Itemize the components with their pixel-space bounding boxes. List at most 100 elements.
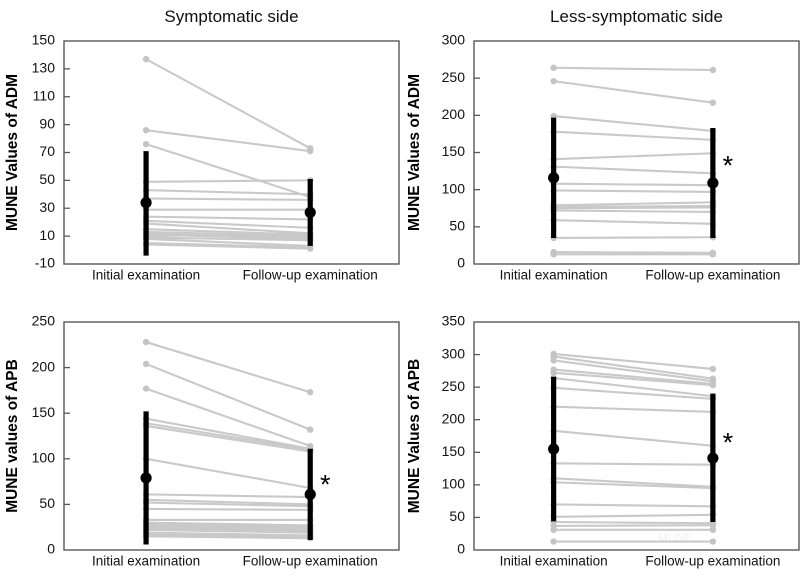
- x-tick-label: Initial examination: [500, 268, 608, 283]
- pair-line: [552, 66, 714, 72]
- pair-line: [145, 501, 312, 508]
- pair-line: [145, 219, 312, 229]
- mean-marker: [707, 452, 719, 464]
- pair-line: [552, 236, 714, 240]
- data-series-group: [550, 64, 717, 258]
- pair-line: [552, 405, 714, 413]
- y-tick-label: 50: [39, 171, 55, 187]
- data-point: [142, 360, 150, 368]
- data-point: [307, 389, 314, 396]
- pair-line: [145, 362, 312, 431]
- data-point: [550, 526, 557, 534]
- chart-adm-less-symptomatic: Less-symptomatic side050100150200250300M…: [406, 7, 800, 283]
- watermark: MUNE: [658, 531, 693, 545]
- y-tick-label: 200: [442, 410, 466, 426]
- pair-line: [552, 429, 714, 447]
- data-point: [709, 99, 717, 106]
- pair-line: [145, 243, 312, 250]
- data-point: [142, 385, 150, 392]
- pair-line: [552, 481, 714, 490]
- pair-line: [145, 531, 312, 537]
- pair-line: [552, 182, 714, 187]
- data-point: [709, 522, 717, 529]
- pair-line: [145, 179, 312, 183]
- data-point: [550, 64, 557, 71]
- y-tick-label: 110: [33, 87, 56, 103]
- y-tick-label: 10: [39, 227, 55, 243]
- y-tick-label: 250: [442, 69, 466, 85]
- pair-line: [145, 242, 312, 249]
- y-tick-label: -10: [35, 255, 55, 271]
- y-tick-label: 50: [449, 508, 465, 524]
- y-tick-label: 0: [457, 541, 465, 557]
- pair-line: [552, 209, 714, 214]
- x-tick-label: Initial examination: [92, 554, 200, 569]
- mean-marker: [707, 177, 719, 189]
- pair-line: [552, 355, 714, 380]
- y-tick-label: 100: [442, 476, 466, 492]
- pair-line: [552, 115, 714, 132]
- y-tick-label: 350: [442, 313, 466, 329]
- x-tick-label: Follow-up examination: [645, 268, 780, 283]
- plot-frame: [63, 40, 400, 265]
- data-point: [307, 426, 314, 433]
- data-point: [709, 538, 717, 545]
- pair-line: [552, 524, 714, 527]
- mean-marker: [140, 472, 152, 484]
- mean-marker: [140, 197, 152, 209]
- data-point: [709, 381, 717, 389]
- pair-line: [145, 424, 312, 453]
- pair-line: [145, 533, 312, 539]
- pair-line: [552, 462, 714, 466]
- x-tick-label: Initial examination: [500, 554, 608, 569]
- mean-marker: [304, 206, 316, 219]
- mean-marker: [548, 172, 560, 184]
- y-tick-label: 150: [32, 32, 56, 48]
- pair-line: [145, 197, 312, 201]
- y-tick-label: 250: [32, 313, 56, 329]
- y-tick-label: 30: [39, 199, 55, 215]
- pair-line: [145, 232, 312, 238]
- pair-line: [145, 507, 312, 511]
- data-point: [142, 127, 150, 134]
- y-axis-title: MUNE values of APB: [4, 359, 21, 513]
- pair-line: [552, 513, 714, 518]
- y-axis-title: MUNE Values of ADM: [4, 74, 21, 231]
- pair-line: [145, 527, 312, 532]
- pair-line: [145, 417, 312, 450]
- y-tick-label: 0: [457, 255, 465, 271]
- pair-line: [552, 359, 714, 383]
- significance-asterisk: *: [723, 428, 734, 458]
- y-tick-label: 0: [47, 541, 55, 557]
- pair-line: [552, 152, 714, 161]
- pair-line: [145, 215, 312, 221]
- pair-line: [552, 477, 714, 488]
- pair-line: [145, 237, 312, 247]
- data-point: [307, 245, 314, 252]
- x-tick-label: Follow-up examination: [243, 268, 378, 283]
- data-point: [709, 66, 717, 74]
- data-point: [550, 77, 557, 85]
- pair-line: [552, 219, 714, 225]
- data-point: [709, 251, 717, 258]
- plot-frame: [473, 321, 800, 551]
- pair-line: [145, 222, 312, 235]
- x-tick-label: Follow-up examination: [645, 554, 780, 569]
- pair-line: [145, 523, 312, 529]
- y-tick-label: 200: [442, 106, 466, 122]
- plot-frame: [473, 40, 800, 265]
- data-point: [142, 140, 150, 148]
- y-tick-label: 150: [442, 443, 466, 459]
- pair-line: [145, 143, 312, 199]
- mean-markers-group: [548, 376, 719, 522]
- pair-line: [552, 520, 714, 525]
- data-point: [142, 55, 150, 63]
- pair-line: [145, 58, 312, 150]
- pair-line: [552, 386, 714, 400]
- pair-line: [145, 525, 312, 531]
